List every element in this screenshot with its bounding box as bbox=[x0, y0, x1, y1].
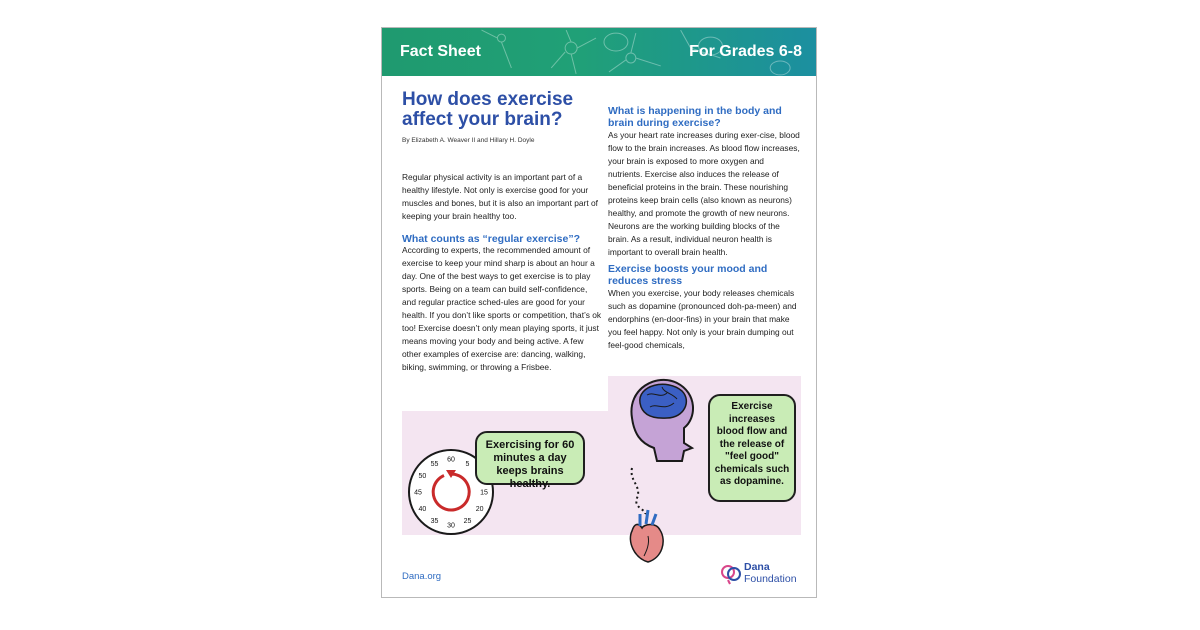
dial-number-20: 20 bbox=[476, 506, 484, 513]
dial-number-60: 60 bbox=[447, 457, 455, 464]
heart-illustration bbox=[629, 509, 664, 563]
dial-number-55: 55 bbox=[431, 461, 439, 468]
fact-sheet-label: Fact Sheet bbox=[400, 43, 481, 60]
logo-text-foundation: Foundation bbox=[744, 573, 797, 585]
dial-number-35: 35 bbox=[431, 518, 439, 525]
dial-number-45: 45 bbox=[414, 490, 422, 497]
speech-bubble-blood-flow: Exercise increases blood flow and the re… bbox=[708, 394, 796, 502]
mood-paragraph: When you exercise, your body releases ch… bbox=[608, 288, 797, 350]
site-link[interactable]: Dana.org bbox=[402, 571, 442, 582]
regular-exercise-paragraph: According to experts, the recommended am… bbox=[402, 245, 602, 372]
dial-number-50: 50 bbox=[419, 473, 427, 480]
mood-heading: Exercise boosts your mood and reduces st… bbox=[608, 263, 768, 287]
grade-level-label: For Grades 6-8 bbox=[689, 43, 802, 60]
dotted-connector bbox=[630, 467, 647, 515]
dial-number-30: 30 bbox=[447, 523, 455, 530]
byline: By Elizabeth A. Weaver II and Hillary H.… bbox=[402, 137, 535, 144]
dial-number-25: 25 bbox=[464, 518, 472, 525]
speech-bubble-exercise-minutes: Exercising for 60 minutes a day keeps br… bbox=[475, 431, 585, 490]
dial-number-15: 15 bbox=[480, 490, 488, 497]
head-brain-illustration bbox=[630, 378, 695, 462]
fact-sheet-page: Fact Sheet For Grades 6-8 How does exerc… bbox=[381, 27, 817, 598]
neuron-pattern-decoration bbox=[481, 29, 791, 76]
intro-paragraph: Regular physical activity is an importan… bbox=[402, 172, 598, 221]
dana-foundation-logo: Dana Foundation bbox=[720, 561, 810, 591]
page-title: How does exercise affect your brain? bbox=[402, 89, 574, 130]
brain-logo-icon bbox=[721, 565, 741, 585]
logo-text-dana: Dana bbox=[744, 561, 770, 573]
body-brain-heading: What is happening in the body and brain … bbox=[608, 105, 782, 129]
header-banner: Fact Sheet For Grades 6-8 bbox=[382, 28, 816, 76]
body-brain-paragraph: As your heart rate increases during exer… bbox=[608, 130, 800, 257]
regular-exercise-heading: What counts as “regular exercise”? bbox=[402, 233, 580, 245]
dial-number-5: 5 bbox=[466, 461, 470, 468]
dial-number-40: 40 bbox=[419, 506, 427, 513]
